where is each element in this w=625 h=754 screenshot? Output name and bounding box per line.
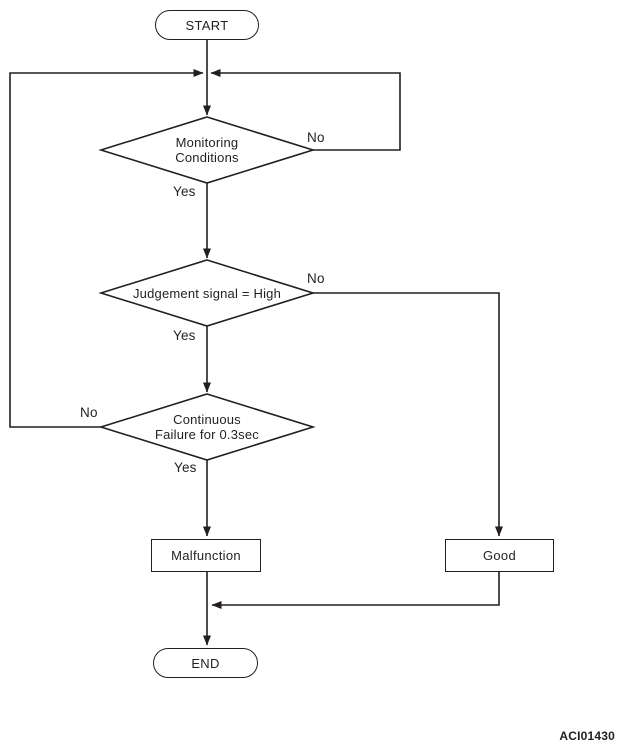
monitoring-conditions-line2: Conditions bbox=[175, 150, 239, 165]
edge-judgement-no bbox=[313, 292, 503, 537]
judgement-no-label: No bbox=[307, 271, 325, 286]
continuous-failure-label: Continuous Failure for 0.3sec bbox=[117, 412, 297, 442]
edge-good-join bbox=[211, 571, 500, 609]
malfunction-node: Malfunction bbox=[151, 539, 261, 572]
good-label: Good bbox=[482, 548, 516, 563]
diamond-judgement-signal bbox=[98, 259, 316, 327]
malfunction-label: Malfunction bbox=[171, 548, 241, 563]
good-node: Good bbox=[445, 539, 554, 572]
diamond-continuous-failure bbox=[98, 393, 316, 461]
monitoring-conditions-line1: Monitoring bbox=[175, 135, 239, 150]
continuous-no-label: No bbox=[80, 405, 98, 420]
edge-continuous-no-loop bbox=[9, 69, 204, 428]
judgement-signal-label: Judgement signal = High bbox=[132, 286, 282, 301]
judgement-yes-label: Yes bbox=[173, 328, 196, 343]
end-node: END bbox=[153, 648, 258, 678]
edge-monitoring-no-loop bbox=[210, 69, 401, 151]
end-label: END bbox=[191, 655, 220, 671]
monitoring-no-label: No bbox=[307, 130, 325, 145]
continuous-yes-label: Yes bbox=[174, 460, 197, 475]
continuous-failure-line1: Continuous bbox=[173, 412, 241, 427]
monitoring-yes-label: Yes bbox=[173, 184, 196, 199]
monitoring-conditions-label: Monitoring Conditions bbox=[127, 135, 287, 165]
figure-code: ACI01430 bbox=[559, 729, 615, 743]
start-node: START bbox=[155, 10, 259, 40]
diamond-monitoring-conditions bbox=[98, 116, 316, 184]
start-label: START bbox=[185, 17, 229, 33]
continuous-failure-line2: Failure for 0.3sec bbox=[154, 427, 260, 442]
